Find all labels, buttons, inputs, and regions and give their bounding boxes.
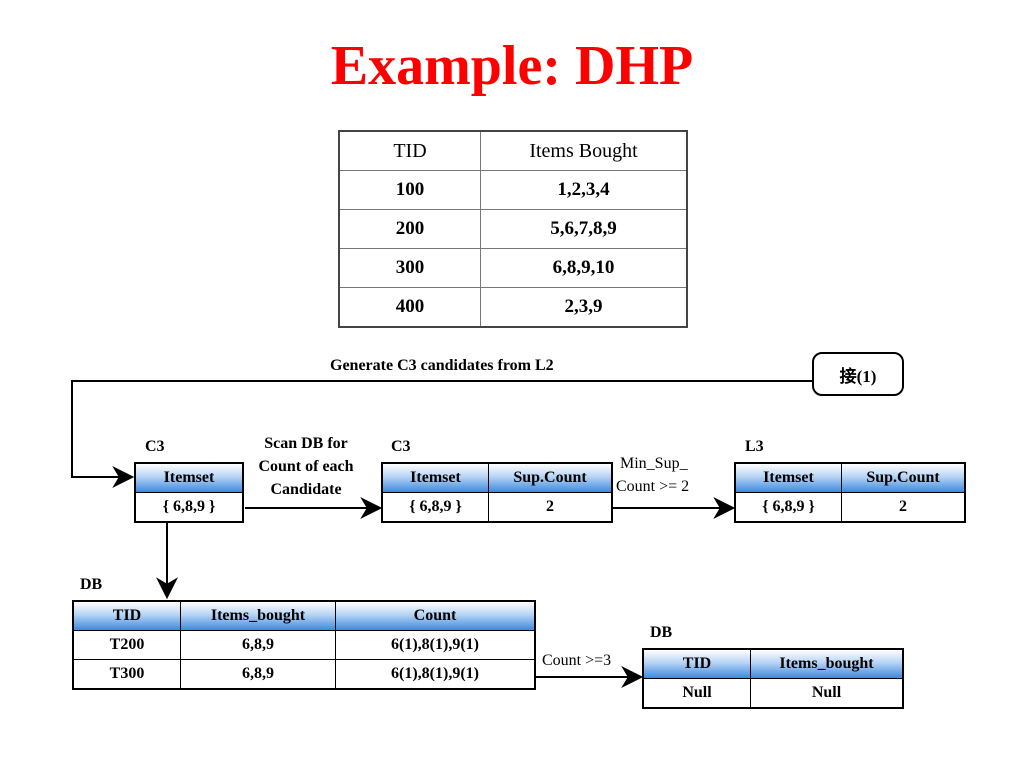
db-table: TID Items_bought Count T200 6,8,9 6(1),8… [72,600,536,690]
minsup-label-line: Min_Sup_ [620,455,688,472]
db-tid-header: TID [72,600,181,631]
scan-label-line: Count of each [258,458,354,475]
l3-supcount-header: Sup.Count [841,462,966,493]
cell-items: 5,6,7,8,9 [480,209,688,249]
c3-table: Itemset { 6,8,9 } [134,462,244,523]
c3b-table: Itemset Sup.Count { 6,8,9 } 2 [381,462,613,523]
scan-label-line: Candidate [270,481,342,498]
db2-tid-header: TID [642,648,751,679]
scan-label-line: Scan DB for [264,435,348,452]
db-items-cell: 6,8,9 [180,659,336,690]
minsup-label: Min_Sup_ Count >= 2 [616,452,689,498]
l3-itemset-cell: { 6,8,9 } [734,492,842,523]
cell-tid: 300 [338,248,481,288]
c3-itemset-header: Itemset [134,462,244,493]
table-row: 200 5,6,7,8,9 [338,209,688,249]
slide-title: Example: DHP [330,35,694,97]
db-items-cell: 6,8,9 [180,630,336,660]
db-count-header: Count [335,600,536,631]
c3b-itemset-header: Itemset [381,462,489,493]
l3-label: L3 [745,438,764,455]
c3-itemset-cell: { 6,8,9 } [134,492,244,523]
cell-items: 6,8,9,10 [480,248,688,288]
db2-items-cell: Null [750,678,904,709]
c3-label: C3 [145,438,165,455]
cell-tid: 200 [338,209,481,249]
table-row: T300 6,8,9 6(1),8(1),9(1) [72,659,536,690]
transactions-table: TID Items Bought 100 1,2,3,4 200 5,6,7,8… [338,130,688,328]
header-tid: TID [338,131,481,171]
minsup-label-line: Count >= 2 [616,478,690,495]
table-row: 400 2,3,9 [338,287,688,328]
l3-itemset-header: Itemset [734,462,842,493]
db-label: DB [80,576,103,593]
l3-supcount-cell: 2 [841,492,966,523]
cell-items: 1,2,3,4 [480,170,688,210]
c3b-supcount-header: Sup.Count [488,462,613,493]
c3b-supcount-cell: 2 [488,492,613,523]
generate-label: Generate C3 candidates from L2 [330,357,554,374]
db-tid-cell: T300 [72,659,181,690]
db-count-cell: 6(1),8(1),9(1) [335,659,536,690]
loop-arrow [71,380,812,488]
db2-items-header: Items_bought [750,648,904,679]
table-header-row: TID Items Bought [338,131,688,171]
table-row: T200 6,8,9 6(1),8(1),9(1) [72,630,536,660]
connector-badge: 接(1) [812,352,904,396]
db2-table: TID Items_bought Null Null [642,648,904,709]
cell-tid: 400 [338,287,481,328]
l3-table: Itemset Sup.Count { 6,8,9 } 2 [734,462,966,523]
scan-label: Scan DB for Count of each Candidate [244,432,368,501]
table-row: 300 6,8,9,10 [338,248,688,288]
db-count-cell: 6(1),8(1),9(1) [335,630,536,660]
db-tid-cell: T200 [72,630,181,660]
db2-label: DB [650,624,673,641]
header-items-bought: Items Bought [480,131,688,171]
db-items-header: Items_bought [180,600,336,631]
cell-items: 2,3,9 [480,287,688,328]
c3b-itemset-cell: { 6,8,9 } [381,492,489,523]
table-row: 100 1,2,3,4 [338,170,688,210]
count-label: Count >=3 [542,652,612,669]
c3b-label: C3 [391,438,411,455]
db2-tid-cell: Null [642,678,751,709]
